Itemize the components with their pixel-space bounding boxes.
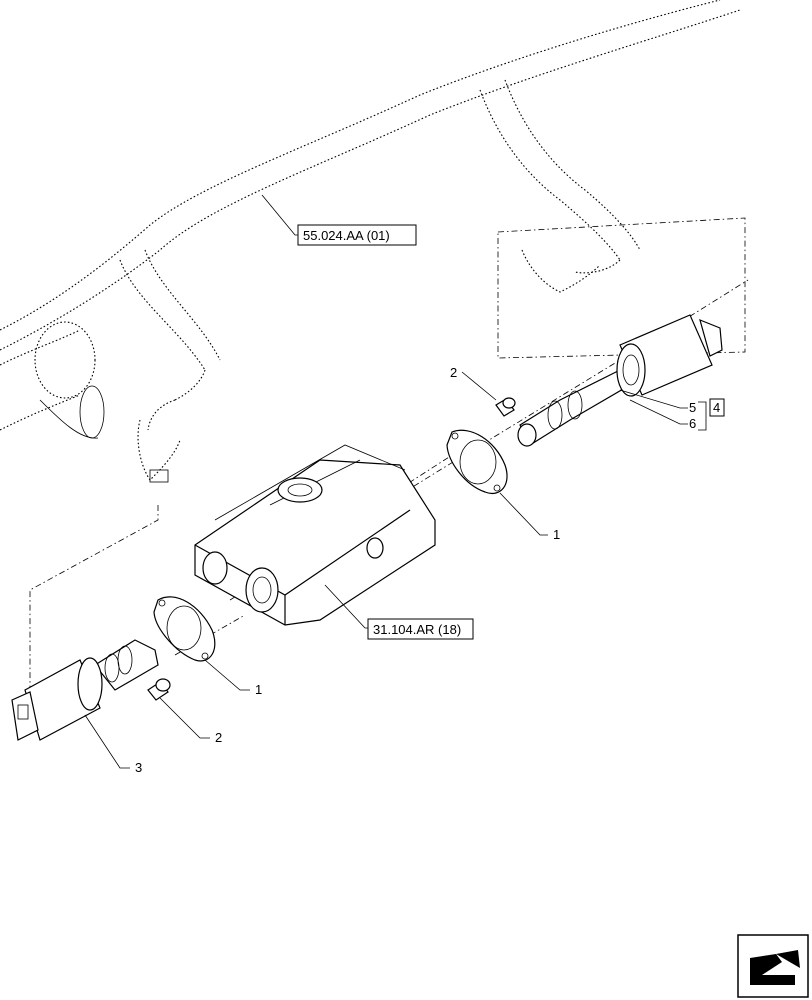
reference-harness[interactable]: 55.024.AA (01): [297, 224, 417, 246]
solenoid-cartridge-right: [517, 368, 632, 447]
solenoid-left: [11, 639, 159, 741]
screw-left: [147, 678, 171, 701]
callout-1-left: 1: [255, 682, 262, 697]
gasket-right: [446, 429, 508, 494]
screw-right: [495, 397, 516, 417]
wiring-harness: [0, 0, 741, 483]
valve-block: [194, 444, 436, 626]
gasket-left: [153, 596, 216, 662]
callout-4: 4: [713, 400, 720, 415]
callout-1-right: 1: [553, 527, 560, 542]
detail-view-frame: [497, 217, 746, 359]
reference-block[interactable]: 31.104.AR (18): [367, 618, 474, 640]
callout-5: 5: [689, 400, 696, 415]
solenoid-coil-right: [616, 314, 723, 397]
reference-block-label: 31.104.AR (18): [373, 622, 461, 637]
leader-lines: [84, 194, 707, 769]
callout-2-top: 2: [450, 365, 457, 380]
callout-3: 3: [135, 760, 142, 775]
callout-6: 6: [689, 416, 696, 431]
page-turn-arrow-icon[interactable]: [737, 934, 809, 998]
callout-2-bottom: 2: [215, 730, 222, 745]
reference-harness-label: 55.024.AA (01): [303, 228, 390, 243]
kit-4-box: [709, 398, 725, 417]
